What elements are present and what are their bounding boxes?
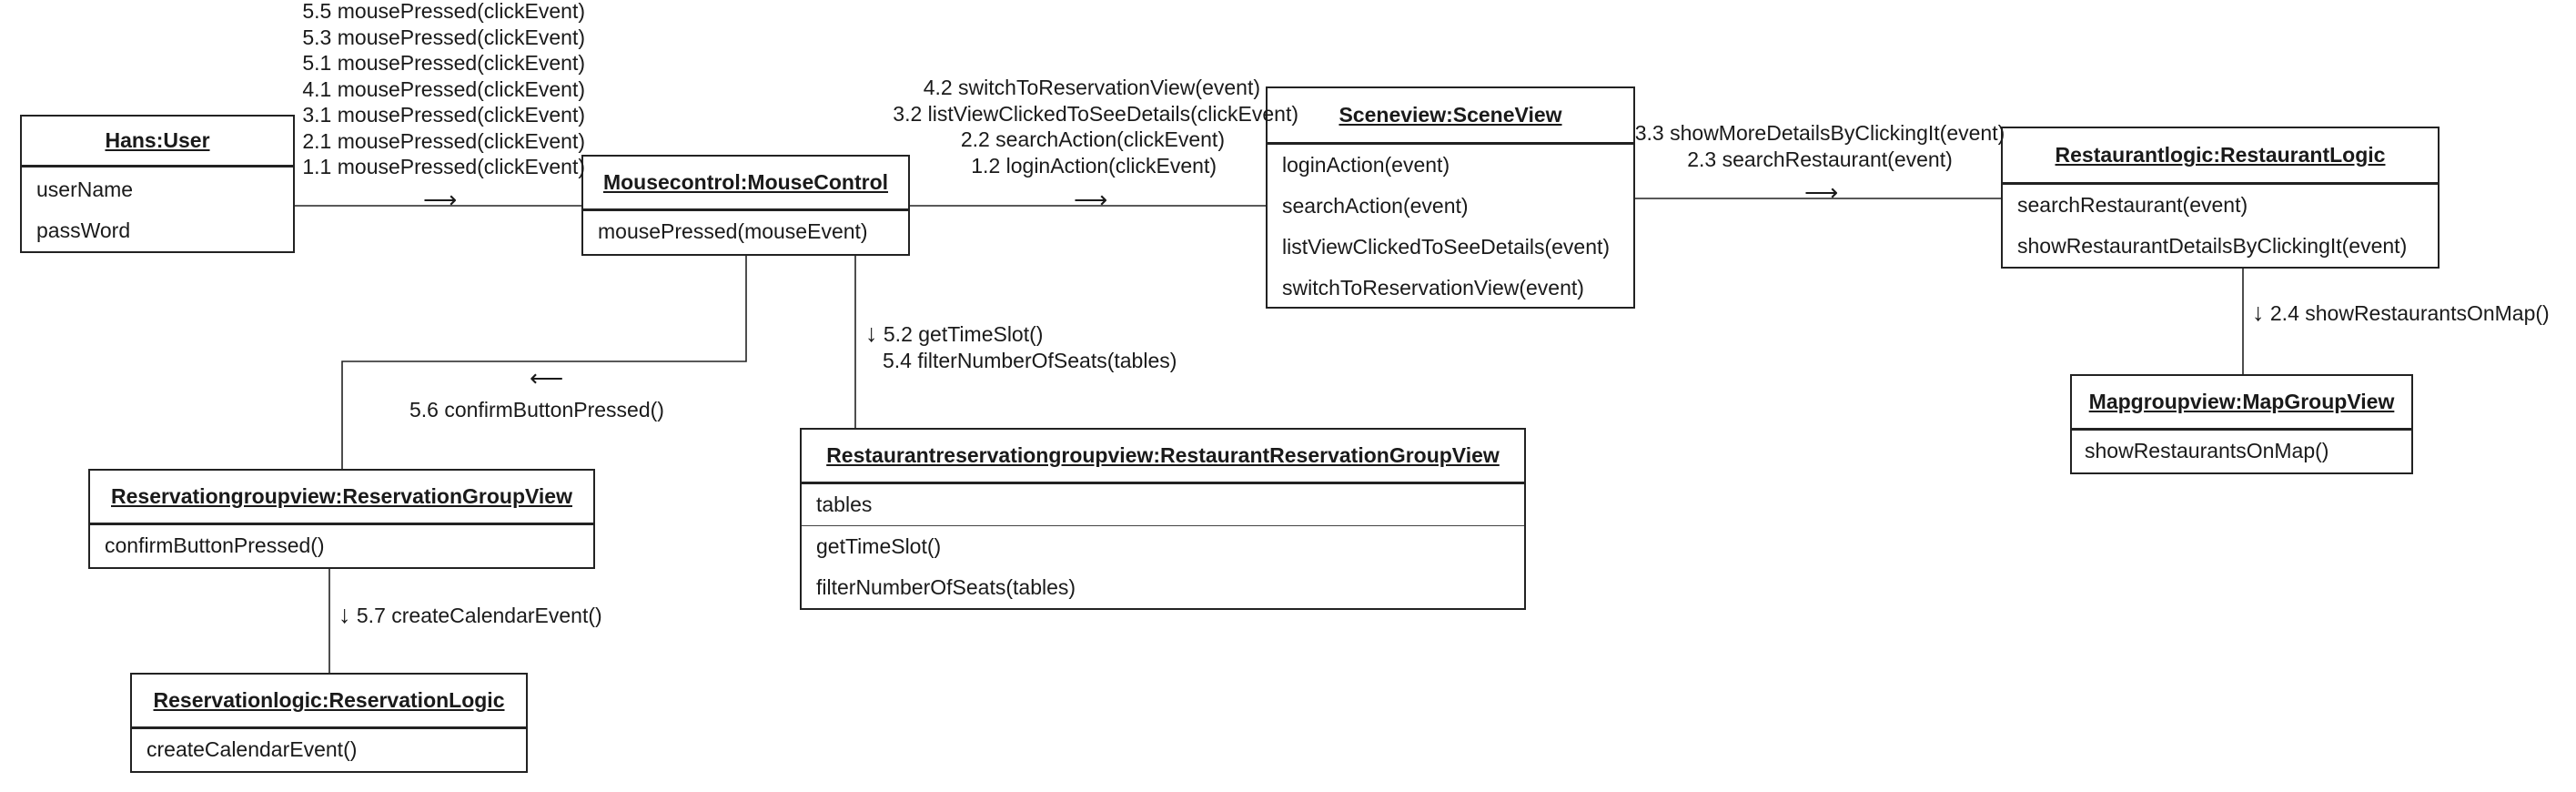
- method: loginAction(event): [1282, 153, 1450, 177]
- attribute: tables: [816, 492, 873, 516]
- method: showRestaurantDetailsByClickingIt(event): [2017, 234, 2408, 258]
- method: listViewClickedToSeeDetails(event): [1282, 235, 1611, 259]
- object-title: Mapgroupview:MapGroupView: [2072, 376, 2411, 431]
- message-label: 2.4 showRestaurantsOnMap(): [2269, 301, 2550, 325]
- message-label: 2.2 searchAction(clickEvent): [960, 127, 1225, 151]
- message-group-user-to-mousecontrol: 5.5 mousePressed(clickEvent) 5.3 mousePr…: [273, 0, 585, 180]
- object-title: Reservationgroupview:ReservationGroupVie…: [90, 471, 593, 525]
- object-title: Restaurantreservationgroupview:Restauran…: [802, 430, 1524, 484]
- message-label: 1.1 mousePressed(clickEvent): [302, 155, 585, 178]
- methods-section: mousePressed(mouseEvent): [583, 211, 908, 252]
- message-group-mousecontrol-to-sceneview: 4.2 switchToReservationView(event) 3.2 l…: [819, 75, 1298, 178]
- arrow-left-icon: ⟵: [530, 364, 564, 391]
- method: switchToReservationView(event): [1282, 276, 1584, 300]
- message-label: 5.4 filterNumberOfSeats(tables): [883, 348, 1177, 372]
- attributes-section: tables: [802, 484, 1524, 526]
- message-group-reservationgroupview-to-reservationlogic: ↓ 5.7 createCalendarEvent(): [338, 602, 602, 629]
- methods-section: showRestaurantsOnMap(): [2072, 431, 2411, 472]
- message-label: 1.2 loginAction(clickEvent): [971, 153, 1217, 178]
- arrow-down-icon: ↓: [865, 320, 878, 347]
- methods-section: createCalendarEvent(): [132, 729, 526, 770]
- object-hans-user: Hans:User userName passWord: [20, 115, 295, 253]
- attributes-section: userName passWord: [22, 168, 293, 251]
- method: searchAction(event): [1282, 194, 1469, 218]
- object-restaurantreservationgroupview: Restaurantreservationgroupview:Restauran…: [800, 428, 1526, 610]
- object-title: Reservationlogic:ReservationLogic: [132, 675, 526, 729]
- attribute: userName: [36, 178, 134, 201]
- object-title: Sceneview:SceneView: [1268, 88, 1633, 145]
- message-label: 5.2 getTimeSlot(): [883, 322, 1044, 346]
- method: createCalendarEvent(): [146, 737, 358, 761]
- object-reservationgroupview: Reservationgroupview:ReservationGroupVie…: [88, 469, 595, 569]
- arrow-right-icon: ⟶: [1074, 186, 1108, 213]
- object-sceneview: Sceneview:SceneView loginAction(event) s…: [1266, 86, 1635, 309]
- method: getTimeSlot(): [816, 534, 942, 558]
- methods-section: loginAction(event) searchAction(event) l…: [1268, 145, 1633, 309]
- object-title: Mousecontrol:MouseControl: [583, 157, 908, 211]
- method: confirmButtonPressed(): [105, 533, 325, 557]
- method: showRestaurantsOnMap(): [2085, 439, 2329, 462]
- method: searchRestaurant(event): [2017, 193, 2248, 217]
- method: mousePressed(mouseEvent): [598, 219, 868, 243]
- object-restaurantlogic: Restaurantlogic:RestaurantLogic searchRe…: [2001, 127, 2440, 269]
- object-mousecontrol: Mousecontrol:MouseControl mousePressed(m…: [581, 155, 910, 256]
- methods-section: getTimeSlot() filterNumberOfSeats(tables…: [802, 526, 1524, 608]
- arrow-right-icon: ⟶: [1804, 178, 1839, 206]
- object-reservationlogic: Reservationlogic:ReservationLogic create…: [130, 673, 528, 773]
- object-mapgroupview: Mapgroupview:MapGroupView showRestaurant…: [2070, 374, 2413, 474]
- message-label: 3.2 listViewClickedToSeeDetails(clickEve…: [893, 101, 1298, 126]
- message-group-mousecontrol-to-restaurantreservation: ↓ 5.2 getTimeSlot() 5.4 filterNumberOfSe…: [865, 320, 1177, 373]
- message-label: 2.1 mousePressed(clickEvent): [302, 128, 585, 153]
- methods-section: searchRestaurant(event) showRestaurantDe…: [2003, 185, 2438, 267]
- link-mousecontrol-reservationgroupview: [341, 256, 747, 470]
- message-label: 4.2 switchToReservationView(event): [923, 76, 1260, 99]
- methods-section: confirmButtonPressed(): [90, 525, 593, 566]
- message-group-sceneview-to-restaurantlogic: 3.3 showMoreDetailsByClickingIt(event) 2…: [1621, 120, 2018, 172]
- arrow-right-icon: ⟶: [423, 186, 458, 213]
- object-title: Restaurantlogic:RestaurantLogic: [2003, 128, 2438, 185]
- message-label: 2.3 searchRestaurant(event): [1687, 147, 1953, 171]
- message-label: 4.1 mousePressed(clickEvent): [302, 76, 585, 101]
- arrow-down-icon: ↓: [338, 601, 351, 628]
- attribute: passWord: [36, 218, 131, 242]
- message-label: 3.3 showMoreDetailsByClickingIt(event): [1634, 121, 2005, 145]
- object-title: Hans:User: [22, 117, 293, 168]
- message-label: 5.5 mousePressed(clickEvent): [302, 0, 585, 23]
- message-label: 5.3 mousePressed(clickEvent): [302, 25, 585, 49]
- message-label: 3.1 mousePressed(clickEvent): [302, 103, 585, 127]
- message-group-restaurantlogic-to-mapgroupview: ↓ 2.4 showRestaurantsOnMap(): [2252, 300, 2550, 327]
- method: filterNumberOfSeats(tables): [816, 575, 1076, 599]
- message-label: 5.6 confirmButtonPressed(): [409, 398, 664, 421]
- message-label: 5.1 mousePressed(clickEvent): [302, 51, 585, 75]
- arrow-down-icon: ↓: [2252, 299, 2265, 326]
- message-label: 5.7 createCalendarEvent(): [356, 604, 602, 627]
